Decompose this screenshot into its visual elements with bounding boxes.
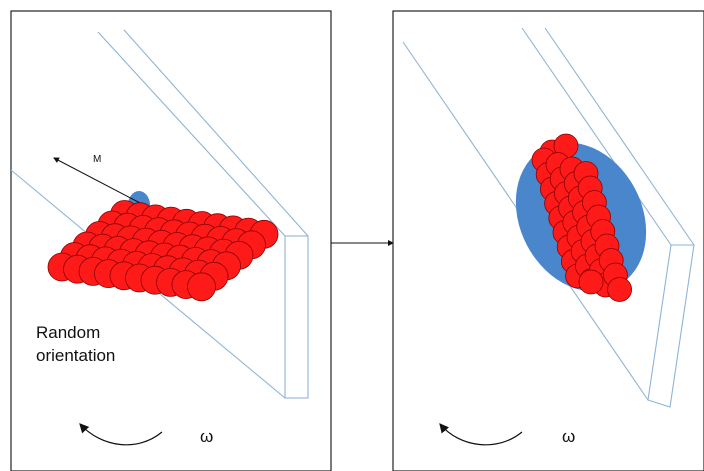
moment-label: M [93, 154, 101, 165]
left-rotation-arrow [79, 423, 163, 446]
right-panel: ω [392, 10, 704, 471]
right-sphere-cluster [531, 133, 632, 302]
orientation-caption-line-1: Random [36, 323, 100, 342]
sphere [607, 277, 632, 302]
left-panel: M Random orientation ω [10, 10, 332, 471]
right-omega-label: ω [562, 427, 575, 446]
right-rotation-arrow [439, 423, 523, 446]
sphere [578, 269, 604, 295]
sphere [187, 272, 216, 302]
orientation-caption-line-2: orientation [36, 346, 115, 365]
left-omega-label: ω [200, 427, 213, 446]
left-sphere-cluster [47, 200, 279, 302]
moment-arrow [53, 157, 143, 205]
